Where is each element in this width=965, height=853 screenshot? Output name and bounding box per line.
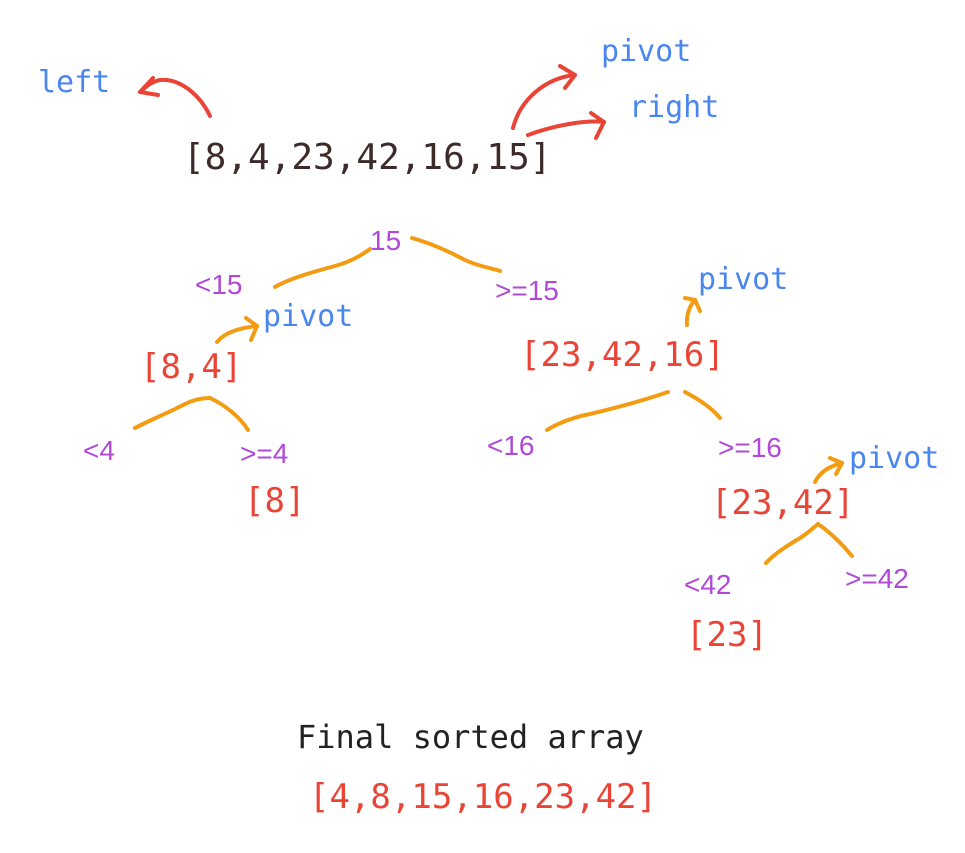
split-line-right-42 <box>816 522 854 558</box>
left-label: left <box>38 65 111 100</box>
array-8: [8] <box>244 481 306 521</box>
sub-pivot-arrow <box>813 456 844 484</box>
pivot-label-top: pivot <box>601 34 692 69</box>
less-than-4: <4 <box>83 435 115 466</box>
initial-array: [8,4,23,42,16,15] <box>183 137 552 178</box>
left-pivot-arrow <box>215 316 259 344</box>
split-line-left-4 <box>133 396 212 430</box>
split-line-left-15 <box>273 247 372 289</box>
greater-equal-4: >=4 <box>240 438 289 469</box>
right-pivot-arrow <box>683 296 702 327</box>
greater-equal-42: >=42 <box>845 563 909 594</box>
less-than-42: <42 <box>684 569 732 600</box>
sub-array-23-42: [23,42] <box>711 483 855 523</box>
split-line-left-42 <box>764 522 820 565</box>
right-pivot-label: pivot <box>698 262 789 297</box>
greater-equal-15: >=15 <box>495 275 559 306</box>
right-subarray: [23,42,16] <box>520 335 725 375</box>
pivot-arrow <box>511 64 577 130</box>
split-line-left-16 <box>545 390 670 432</box>
sub-pivot-label: pivot <box>849 441 940 476</box>
left-pivot-label: pivot <box>263 299 354 334</box>
left-subarray: [8,4] <box>140 347 243 387</box>
array-23: [23] <box>686 615 768 655</box>
split-line-right-15 <box>410 236 502 273</box>
less-than-15: <15 <box>195 269 243 300</box>
pivot-value-15: 15 <box>370 225 402 256</box>
split-line-right-4 <box>208 396 250 432</box>
split-line-right-16 <box>683 390 722 420</box>
right-label: right <box>629 90 720 125</box>
final-sorted-array: [4,8,15,16,23,42] <box>309 777 657 817</box>
final-caption: Final sorted array <box>297 718 644 756</box>
right-arrow <box>526 111 606 140</box>
greater-equal-16: >=16 <box>718 432 782 463</box>
left-arrow <box>138 76 212 118</box>
less-than-16: <16 <box>487 430 535 461</box>
